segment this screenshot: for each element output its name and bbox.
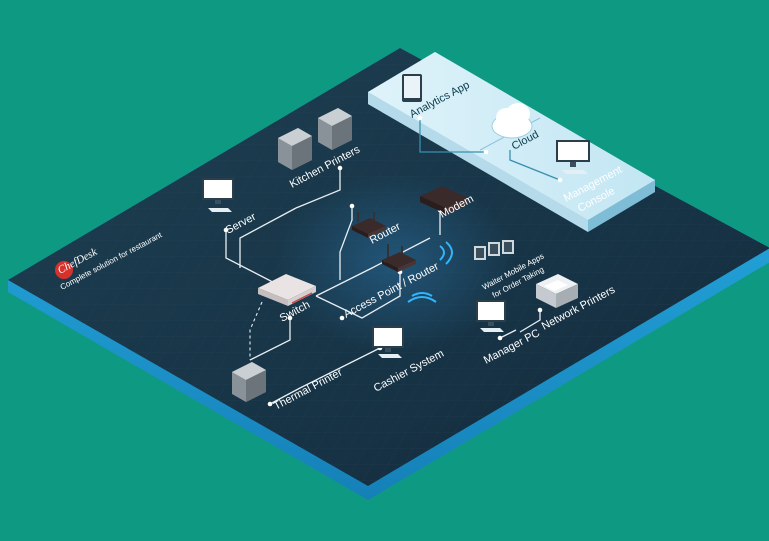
switch-icon (258, 274, 316, 306)
thermal-printer-icon (232, 362, 266, 402)
network-wires (225, 118, 561, 405)
modem-icon (420, 186, 468, 214)
cashier-monitor-icon (372, 326, 404, 358)
manager-pc-icon (476, 300, 506, 332)
kitchen-printer-icon (318, 108, 352, 150)
monitor-icon (556, 140, 590, 174)
cloud-icon (491, 103, 533, 139)
router-icon (352, 212, 386, 238)
access-point-icon (382, 244, 416, 272)
tablet-icon (402, 74, 422, 102)
server-monitor-icon (202, 178, 234, 212)
mobile-devices-icon (474, 240, 514, 260)
network-printer-icon (536, 274, 578, 308)
wifi-signal-icon (407, 241, 453, 303)
kitchen-printer-icon (278, 128, 312, 170)
